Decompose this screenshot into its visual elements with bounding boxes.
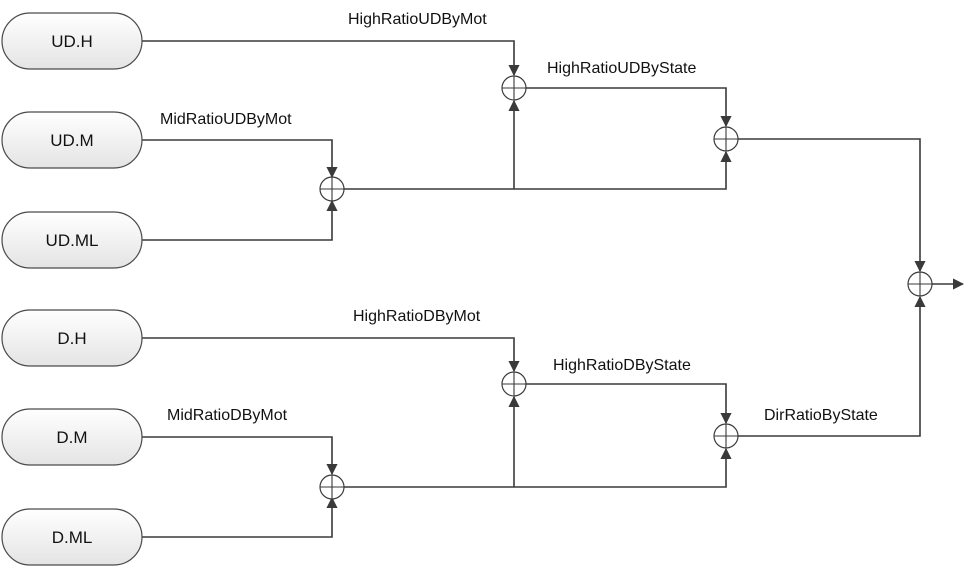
wire-sum-ud-state-to-final: [738, 138, 926, 273]
sum-ud-state: [713, 126, 739, 152]
wire-branch-to-sum-ud-state: [514, 150, 732, 190]
wire-ud-ml-to-sum-ud-mid: [142, 199, 338, 241]
sum-final: [907, 271, 933, 297]
sum-ud-high: [501, 75, 527, 101]
wire-sum-d-state-to-final: [738, 295, 926, 437]
node-d-ml-label: D.ML: [52, 528, 93, 547]
label-mid-ratio-ud-by-mot: MidRatioUDByMot: [160, 111, 292, 128]
label-high-ratio-ud-by-mot: HighRatioUDByMot: [348, 11, 487, 28]
node-d-m: D.M: [1, 408, 143, 466]
sum-d-mid: [319, 474, 345, 500]
wire-ud-h-to-sum-ud-high: [142, 40, 520, 77]
label-high-ratio-d-by-mot: HighRatioDByMot: [353, 308, 481, 325]
label-dir-ratio-by-state: DirRatioByState: [764, 407, 878, 424]
wire-d-m-to-sum-d-mid: [142, 436, 338, 476]
label-mid-ratio-d-by-mot: MidRatioDByMot: [167, 407, 288, 424]
node-ud-m: UD.M: [1, 111, 143, 169]
node-ud-ml: UD.ML: [1, 211, 143, 269]
wire-d-h-to-sum-d-high: [142, 337, 520, 373]
node-ud-ml-label: UD.ML: [46, 231, 99, 250]
wire-ud-m-to-sum-ud-mid: [142, 139, 338, 179]
wire-branch-to-sum-d-state: [514, 447, 732, 488]
node-ud-h-label: UD.H: [51, 32, 93, 51]
node-d-h: D.H: [1, 309, 143, 367]
sum-d-high: [501, 371, 527, 397]
node-ud-m-label: UD.M: [50, 131, 93, 150]
wire-sum-d-high-to-sum-d-state: [526, 383, 732, 425]
node-d-ml: D.ML: [1, 508, 143, 566]
node-d-h-label: D.H: [57, 329, 86, 348]
wires: [142, 40, 965, 538]
wire-sum-ud-high-to-sum-ud-state: [526, 87, 732, 128]
label-high-ratio-d-by-state: HighRatioDByState: [553, 357, 691, 374]
node-d-m-label: D.M: [56, 428, 87, 447]
wire-d-ml-to-sum-d-mid: [142, 496, 338, 538]
label-high-ratio-ud-by-state: HighRatioUDByState: [547, 60, 697, 77]
sum-d-state: [713, 423, 739, 449]
sum-ud-mid: [319, 176, 345, 202]
node-ud-h: UD.H: [1, 12, 143, 70]
